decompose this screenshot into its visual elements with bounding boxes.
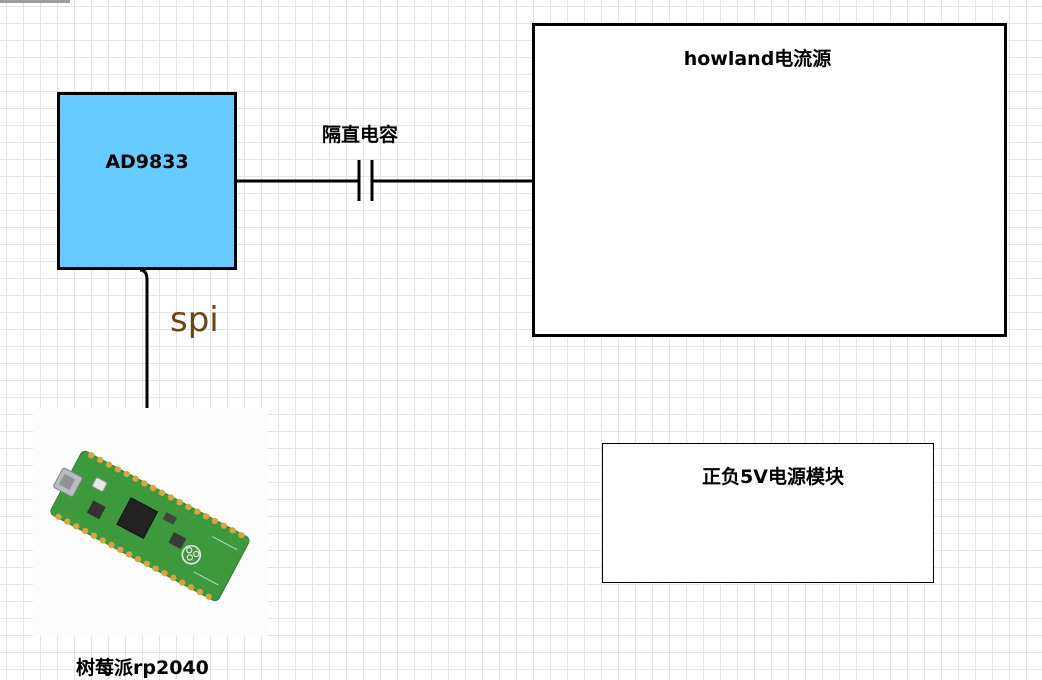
- pico-board-illustration: [50, 450, 250, 602]
- ad9833-label: AD9833: [105, 151, 189, 173]
- capacitor-label: 隔直电容: [322, 124, 399, 146]
- ad9833-block[interactable]: AD9833: [57, 92, 237, 270]
- rp2040-label: 树莓派rp2040: [76, 657, 209, 679]
- howland-label: howland电流源: [683, 48, 832, 70]
- power-module-label: 正负5V电源模块: [702, 466, 844, 488]
- rp2040-board-image[interactable]: [33, 408, 267, 636]
- spi-label: spi: [170, 300, 219, 340]
- wire-spi: [139, 268, 149, 408]
- toolbar-strip: [0, 0, 70, 3]
- power-module-block[interactable]: 正负5V电源模块: [602, 443, 934, 583]
- howland-block[interactable]: howland电流源: [532, 23, 1007, 337]
